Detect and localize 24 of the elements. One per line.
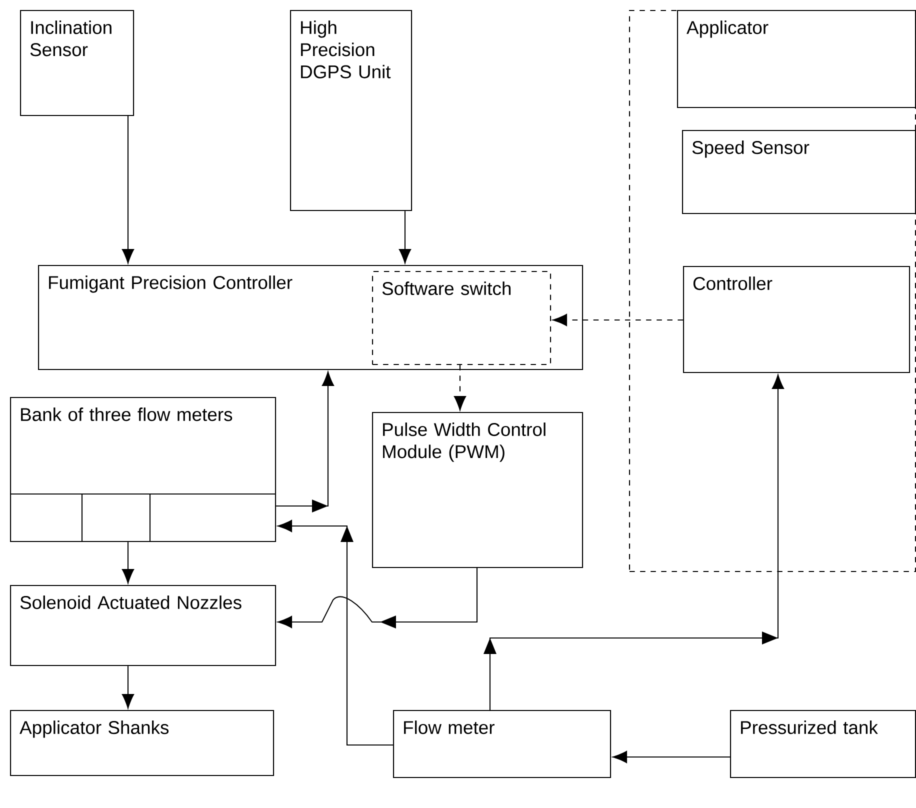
flow-meter-box: Flow meter	[393, 710, 612, 778]
receiver-box: High Precision DGPS Unit	[290, 10, 412, 212]
arrow	[278, 568, 478, 628]
controller-box: Controller	[683, 266, 910, 374]
module-box: Pulse Width Control Module (PWM)	[372, 412, 584, 568]
arrow	[278, 520, 393, 746]
arrow	[398, 211, 412, 264]
dashed-region	[629, 10, 916, 572]
arrow	[552, 314, 683, 326]
applicator-box: Applicator	[677, 10, 916, 108]
arrow	[454, 365, 466, 410]
arrow	[276, 372, 334, 512]
tank-box: Pressurized tank	[730, 710, 916, 778]
arrow	[122, 542, 134, 584]
arrow	[122, 116, 134, 264]
switch-box: Software switch	[372, 271, 552, 366]
arrow	[612, 750, 730, 764]
nozzles-box: Solenoid Actuated Nozzles	[10, 585, 276, 666]
shanks-box: Applicator Shanks	[10, 710, 274, 776]
flow-meter-bank: Bank of three flow meters	[10, 397, 276, 542]
sensor-box: Inclination Sensor	[20, 10, 134, 116]
arrow	[122, 666, 134, 708]
arrow	[484, 374, 784, 710]
sensor-box: Speed Sensor	[682, 130, 916, 214]
